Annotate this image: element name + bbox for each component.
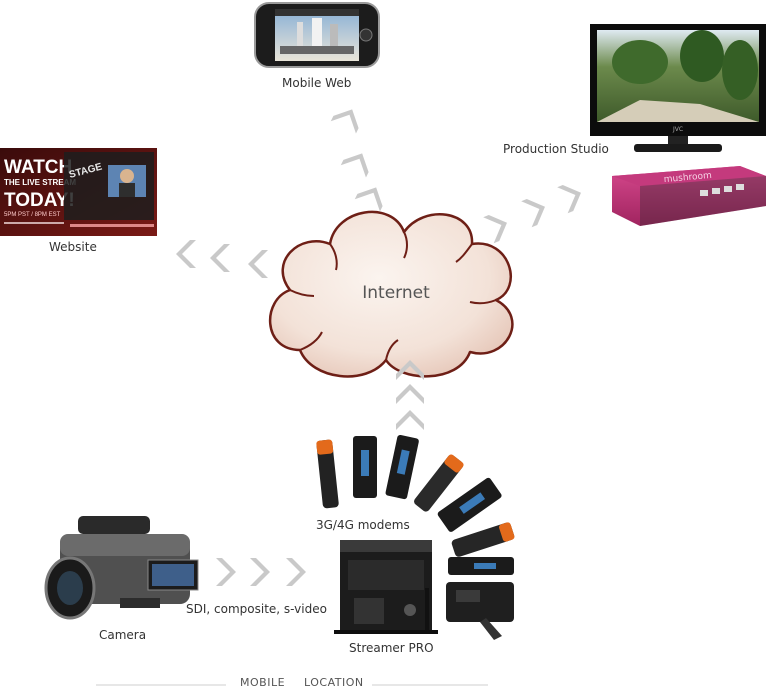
- website-watch-text: WATCH: [4, 157, 72, 178]
- website-screenshot-image: WATCH THE LIVE STREAM TODAY! 5PM PST / 8…: [0, 148, 157, 236]
- tv-brand: JVC: [672, 126, 683, 133]
- mobile-web-label: Mobile Web: [282, 76, 352, 90]
- modems-label: 3G/4G modems: [316, 518, 410, 532]
- arrows-to-website: [176, 240, 268, 278]
- production-studio-label: Production Studio: [503, 142, 609, 156]
- camera-link-label: SDI, composite, s-video: [186, 602, 327, 616]
- arrows-to-mobile: [330, 109, 383, 212]
- internet-cloud: Internet: [268, 210, 514, 378]
- camera-image: [44, 516, 199, 620]
- encoder-appliance-image: mushroom: [612, 166, 766, 226]
- website-today-text: TODAY!: [4, 190, 75, 211]
- arrows-to-internet: [396, 360, 424, 430]
- footer-location-label: LOCATION: [304, 676, 364, 689]
- streamer-pro-label: Streamer PRO: [349, 641, 434, 655]
- modems-image: [316, 434, 515, 640]
- mobile-phone-image: [254, 2, 380, 68]
- website-label: Website: [49, 240, 97, 254]
- modem-cradle: [446, 582, 514, 640]
- cloud-label: Internet: [362, 283, 430, 303]
- studio-monitor-image: JVC: [590, 24, 766, 152]
- arrows-to-streamer: [216, 558, 306, 586]
- website-time-text: 5PM PST / 8PM EST: [4, 212, 61, 218]
- streamer-box-image: [334, 540, 438, 634]
- website-stream-text: THE LIVE STREAM: [4, 178, 76, 187]
- appliance-brand: mushroom: [663, 171, 712, 185]
- footer-mobile-label: MOBILE: [240, 676, 286, 689]
- arrows-to-studio: [483, 185, 581, 244]
- camera-label: Camera: [99, 628, 147, 642]
